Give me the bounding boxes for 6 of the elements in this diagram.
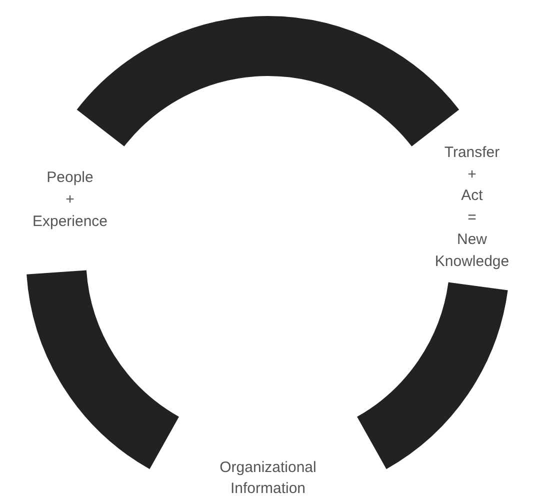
curved-band bbox=[26, 268, 181, 468]
node-label: Transfer + Act = New Knowledge bbox=[434, 142, 510, 272]
curved-band bbox=[356, 280, 508, 468]
curved-band bbox=[78, 16, 458, 148]
node-label: People + Experience bbox=[32, 168, 108, 232]
node-label: Organizational Information bbox=[220, 458, 316, 500]
